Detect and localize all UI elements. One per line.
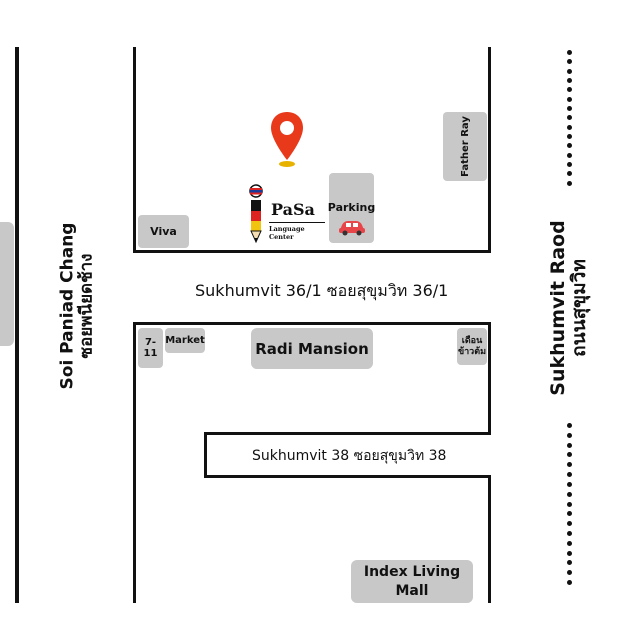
pasa-logo-divider <box>269 222 325 223</box>
road-line-inner-right-bottom <box>488 475 491 603</box>
landmark-father-ray: Father Ray <box>443 112 487 181</box>
landmark-market: Market <box>165 328 205 353</box>
road-line-soi38-top <box>204 432 491 435</box>
road-line-soi38-bottom <box>204 475 491 478</box>
soi-paniad-chang-en: Soi Paniad Chang <box>57 222 78 390</box>
sukhumvit-road-dotted-bottom <box>567 423 573 585</box>
left-edge-block <box>0 222 14 346</box>
sukhumvit-road-en: Sukhumvit Raod <box>547 220 570 396</box>
road-line-left-outer <box>15 47 19 603</box>
sukhumvit-road-label: Sukhumvit Raod ถนนสุขุมวิท <box>547 220 590 396</box>
pencil-logo-icon <box>249 184 263 244</box>
road-line-inner-left-top <box>133 47 136 253</box>
road-line-soi38-left <box>204 432 207 478</box>
road-line-inner-left-bottom <box>133 322 136 603</box>
sukhumvit-road-th: ถนนสุขุมวิท <box>568 259 590 357</box>
landmark-viva: Viva <box>138 215 189 248</box>
landmark-duean-khao-tom: เดือน ข้าวต้ม <box>457 328 487 365</box>
sukhumvit-36-1-label: Sukhumvit 36/1 ซอยสุขุมวิท 36/1 <box>195 281 449 300</box>
sukhumvit-38-label: Sukhumvit 38 ซอยสุขุมวิท 38 <box>252 448 447 464</box>
road-line-inner-right-top <box>488 47 491 253</box>
landmark-7-11: 7-11 <box>138 328 163 368</box>
pasa-logo: PaSa Language Center <box>247 184 329 244</box>
sukhumvit-road-dotted-top <box>567 50 573 186</box>
soi-paniad-chang-th: ซอยพนียดช้าง <box>76 253 96 359</box>
road-line-bottom-block-top <box>133 322 491 325</box>
car-icon <box>338 221 365 236</box>
landmark-parking: Parking <box>328 173 375 243</box>
road-line-inner-right-mid <box>488 322 491 435</box>
pasa-logo-subtitle: Language Center <box>269 225 305 241</box>
road-line-top-block-bottom <box>133 250 491 253</box>
landmark-index-living-mall: Index Living Mall <box>351 560 473 603</box>
soi-paniad-chang-label: Soi Paniad Chang ซอยพนียดช้าง <box>57 222 96 390</box>
location-pin-icon <box>271 112 303 167</box>
landmark-radi-mansion: Radi Mansion <box>251 328 373 369</box>
pasa-logo-name: PaSa <box>271 200 315 219</box>
